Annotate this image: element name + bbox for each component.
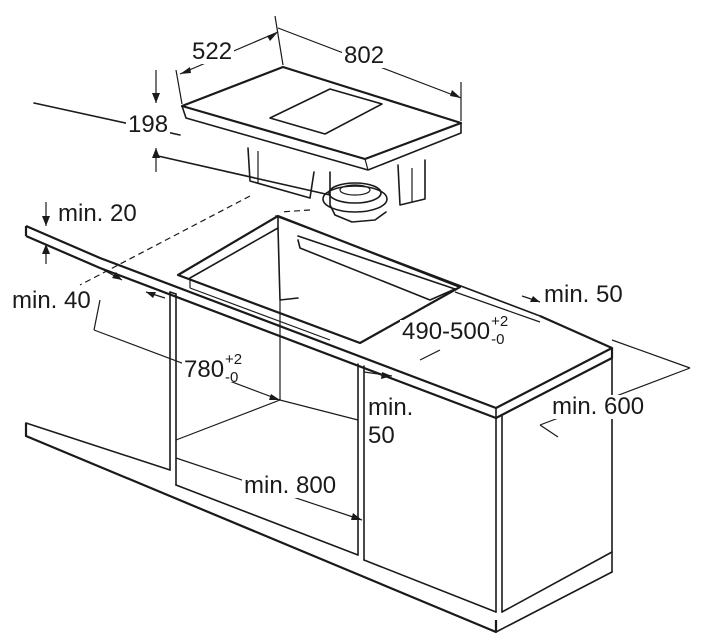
wall-line — [33, 102, 331, 196]
label-min-rear: min. 50 — [542, 281, 625, 308]
label-min-front: min. 40 — [10, 287, 93, 314]
label-min-side: min. 50 — [366, 394, 430, 450]
cabinet — [24, 291, 613, 634]
projection-lines — [79, 195, 311, 286]
dim-cutout-depth — [419, 291, 541, 361]
dim-hob-height — [152, 70, 160, 172]
label-hob-height: 198 — [126, 111, 171, 138]
label-cutout-width: 780+2-0 — [182, 352, 245, 386]
cutout-depth-tol-minus: -0 — [491, 331, 505, 348]
label-hob-width: 802 — [342, 42, 387, 69]
label-min-top: min. 20 — [56, 200, 139, 227]
worktop-cutout — [176, 214, 462, 345]
label-min-depth: min. 600 — [550, 393, 647, 420]
cutout-width-tol-plus: +2 — [225, 351, 243, 368]
dim-min-20 — [42, 202, 50, 264]
cutout-width-value: 780 — [184, 356, 225, 383]
cutout-depth-tolerance: +2-0 — [490, 314, 508, 348]
cutout-depth-tol-plus: +2 — [491, 313, 509, 330]
cutout-width-tol-minus: -0 — [225, 369, 239, 386]
hob-unit — [180, 65, 463, 223]
dim-min-50-side — [363, 371, 393, 379]
cutout-width-tolerance: +2-0 — [224, 352, 242, 386]
dim-min-40 — [99, 267, 166, 299]
label-cutout-depth: 490-500+2-0 — [400, 314, 511, 348]
cutout-depth-value: 490-500 — [402, 318, 491, 345]
dim-min-600 — [539, 339, 691, 438]
label-min-cabinet: min. 800 — [242, 472, 339, 499]
label-hob-depth: 522 — [190, 38, 235, 65]
dim-min-50-rear — [521, 295, 541, 303]
